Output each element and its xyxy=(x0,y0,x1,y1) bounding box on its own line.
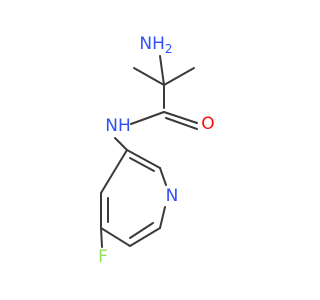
ring-bond-2 xyxy=(159,167,167,186)
amine-nitrogen-label: NH2 xyxy=(139,34,172,56)
ring-bond-7 xyxy=(100,149,128,194)
bond-carbonyl-to-amide-n xyxy=(130,111,165,125)
ring-bond-5 xyxy=(100,227,131,247)
bond-methyl-left xyxy=(133,67,165,86)
fluorine-label: F xyxy=(98,247,108,267)
amine-nh-text: NH xyxy=(139,34,165,54)
ring-nitrogen-label: N xyxy=(166,186,179,206)
bond-layer xyxy=(100,55,198,248)
ring-double-inner-1 xyxy=(129,157,155,172)
bond-amide-n-to-ring xyxy=(114,137,128,151)
bond-methyl-right xyxy=(163,67,195,86)
carbonyl-oxygen-label: O xyxy=(201,114,214,134)
ring-bond-3 xyxy=(159,206,166,229)
ring-bond-1 xyxy=(126,149,161,169)
amine-subscript: 2 xyxy=(165,42,173,56)
molecule-structure: NH2 NH O N F xyxy=(98,34,215,267)
bond-carbonyl-double-a xyxy=(163,111,198,124)
ring-double-inner-3 xyxy=(129,222,154,239)
bond-carbonyl-double-b xyxy=(165,117,198,130)
ring-bond-4 xyxy=(129,227,161,247)
amide-nitrogen-label: NH xyxy=(105,116,131,136)
bond-amine-to-quaternary-carbon xyxy=(159,55,165,86)
bond-ring-to-fluorine xyxy=(100,227,103,248)
